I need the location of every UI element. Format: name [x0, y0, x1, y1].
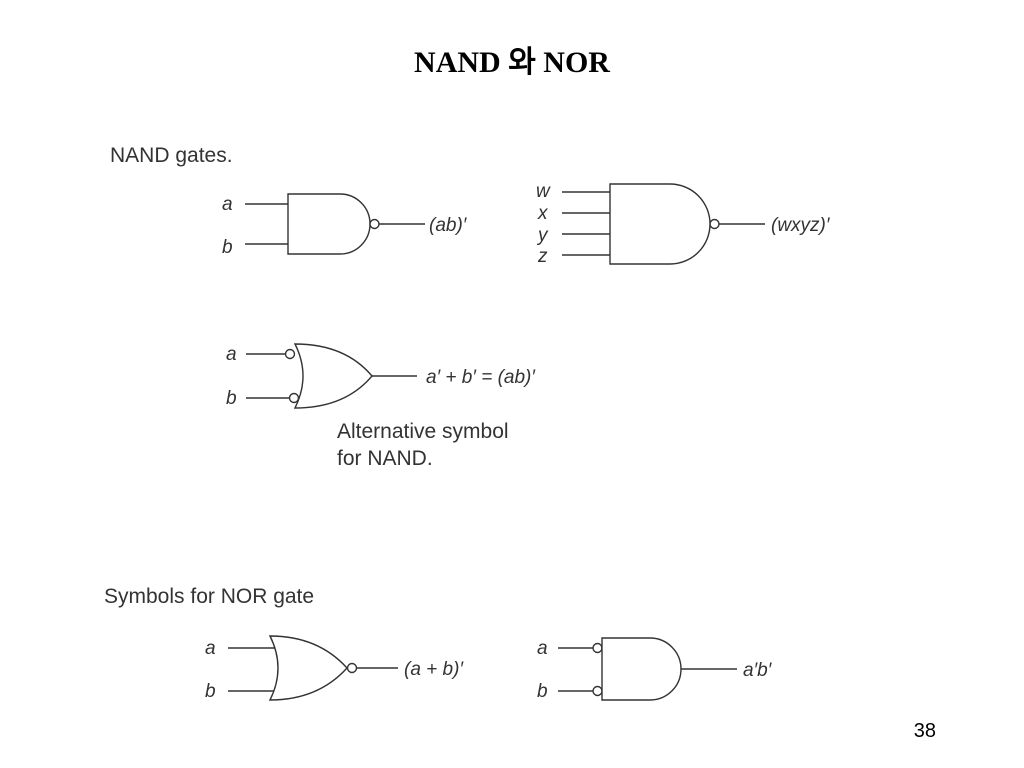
input-wires [562, 191, 610, 256]
and-gate-body [609, 183, 711, 265]
input-label-b: b [537, 681, 548, 702]
and-gate-body [601, 637, 682, 701]
inversion-bubble [346, 662, 358, 674]
or-gate-body [268, 635, 348, 701]
nor-section-heading: Symbols for NOR gate [104, 585, 314, 608]
input-label-b: b [205, 681, 216, 702]
input-bubble-a [284, 348, 296, 360]
input-label-y: y [536, 225, 549, 246]
input-wires [245, 203, 288, 245]
input-label-b: b [226, 388, 237, 409]
slide-title: NAND 와 NOR [414, 46, 610, 79]
output-label: (wxyz)′ [771, 215, 831, 236]
input-label-a: a [226, 344, 237, 365]
input-label-a: a [222, 194, 233, 215]
input-label-b: b [222, 237, 233, 258]
inversion-bubble [369, 218, 380, 230]
input-label-z: z [537, 246, 548, 267]
nor-gate-and-form: a b a′b′ [537, 637, 773, 702]
nand-gate-two-input: a b (ab)′ [222, 193, 468, 258]
output-label: (ab)′ [429, 215, 468, 236]
nand-section-heading: NAND gates. [110, 144, 233, 167]
input-wires [246, 353, 290, 399]
output-label: a′b′ [743, 660, 773, 681]
page-number: 38 [914, 720, 936, 742]
nand-gate-four-input: w x y z (wxyz)′ [536, 181, 831, 267]
input-label-w: w [536, 181, 551, 202]
input-label-a: a [537, 638, 548, 659]
output-label: (a + b)′ [404, 659, 464, 680]
nor-gate-or-form: a b (a + b)′ [205, 635, 464, 702]
input-bubble-a [592, 642, 603, 654]
input-label-a: a [205, 638, 216, 659]
caption-line-2: for NAND. [337, 447, 433, 470]
input-wires [228, 647, 276, 692]
output-label: a′ + b′ = (ab)′ [426, 367, 536, 388]
and-gate-body [287, 193, 371, 255]
caption-line-1: Alternative symbol [337, 420, 509, 443]
or-gate-body [293, 343, 373, 409]
input-bubble-b [288, 392, 300, 404]
input-wires [558, 647, 593, 692]
nand-alternative-gate: a b a′ + b′ = (ab)′ Alternative symbol f… [226, 343, 536, 470]
input-bubble-b [592, 685, 603, 697]
inversion-bubble [709, 218, 720, 230]
input-label-x: x [537, 203, 549, 224]
